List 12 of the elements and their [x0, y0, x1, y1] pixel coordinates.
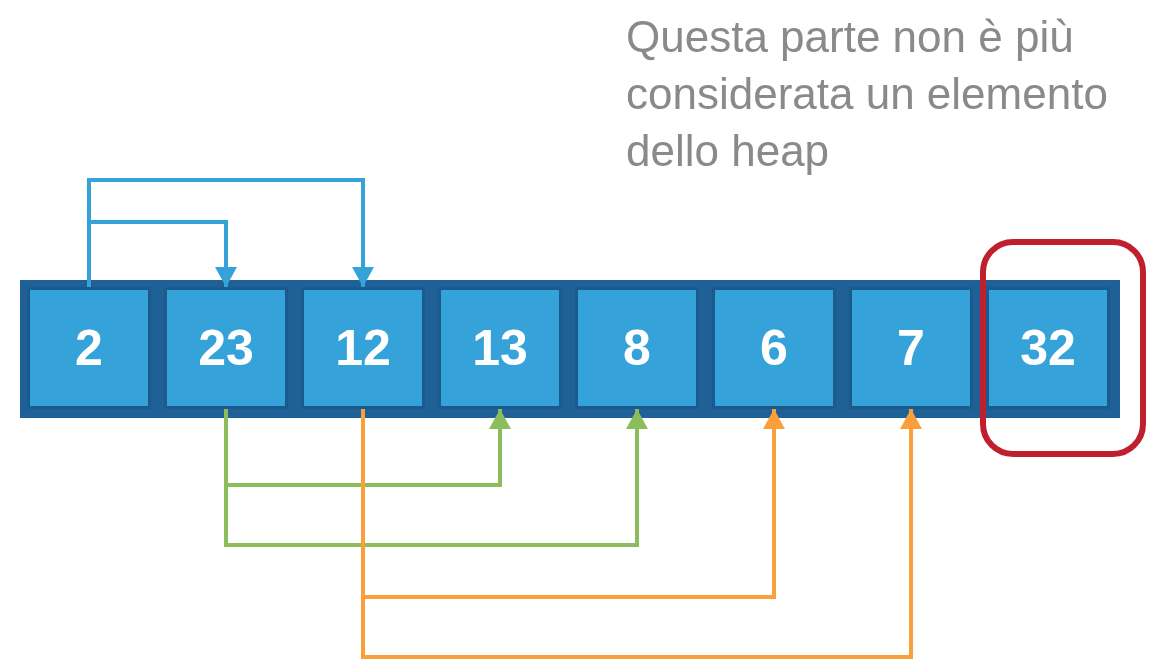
arrow [361, 409, 922, 659]
array-cell: 12 [301, 287, 425, 409]
array-cell: 8 [575, 287, 699, 409]
array-cell: 7 [849, 287, 973, 409]
array-cell: 6 [712, 287, 836, 409]
array-cell: 32 [986, 287, 1110, 409]
array-cell: 13 [438, 287, 562, 409]
arrow [224, 409, 648, 547]
array-cell: 2 [27, 287, 151, 409]
array-cell: 23 [164, 287, 288, 409]
arrow [87, 178, 374, 287]
note-text: Questa parte non è più considerata un elemento dello heap [626, 11, 1109, 178]
